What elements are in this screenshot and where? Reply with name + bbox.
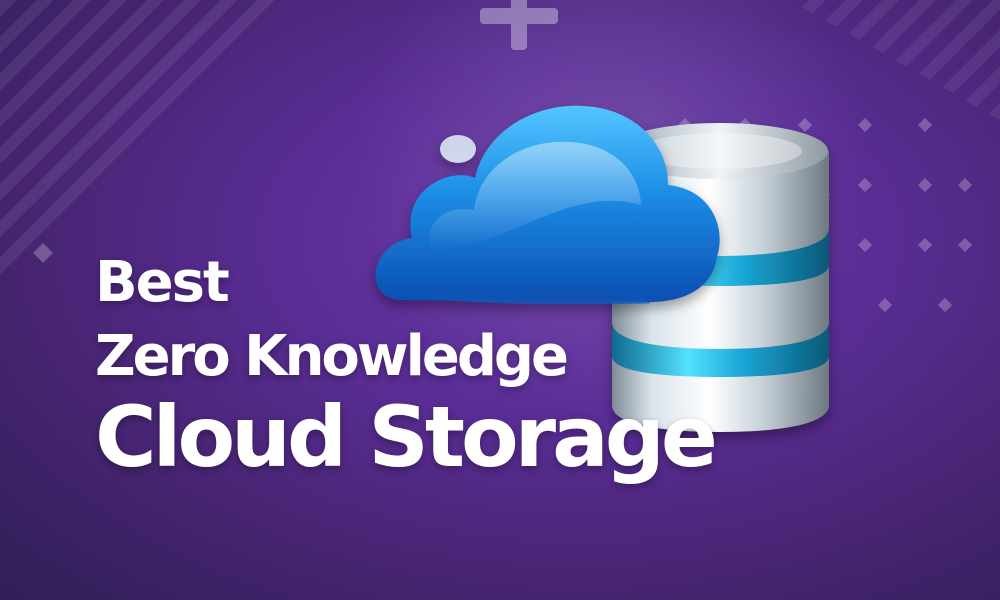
headline-line-1: Best bbox=[95, 250, 230, 315]
headline-line-2: Zero Knowledge bbox=[95, 324, 569, 389]
headline-line-3: Cloud Storage bbox=[95, 388, 718, 486]
corner-stripes-top-left bbox=[0, 0, 290, 290]
corner-stripes-top-right bbox=[790, 0, 1000, 120]
cloud-icon bbox=[375, 105, 720, 305]
plus-decoration bbox=[480, 0, 558, 50]
headline: Best Zero Knowledge Cloud Storage bbox=[95, 250, 718, 486]
